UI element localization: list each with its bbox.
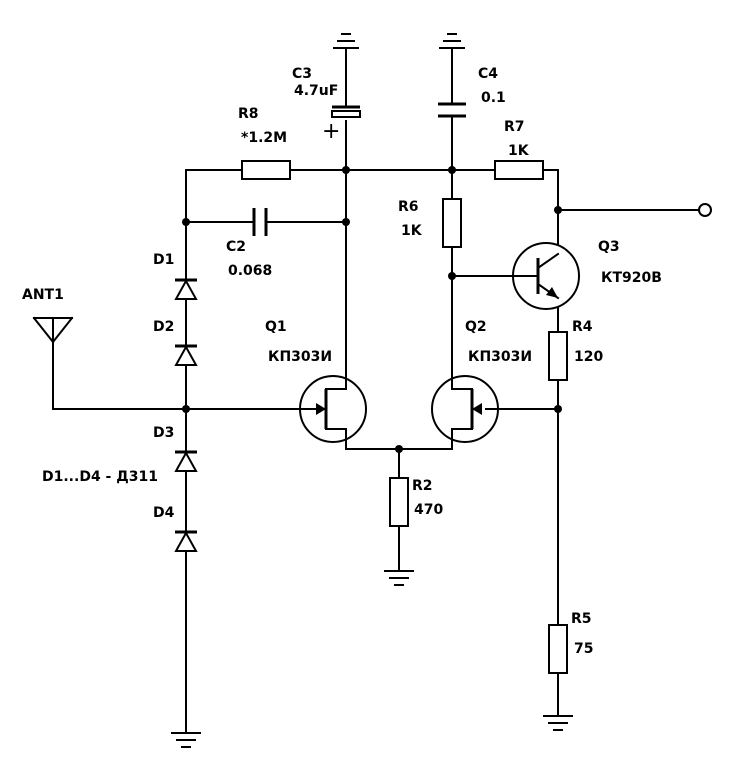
label-ant1: ANT1 [22,287,64,303]
label-r7: R7 [504,119,525,135]
label-q1-type: КП303И [268,349,332,365]
wires [52,47,700,734]
resistor-r4 [548,331,568,381]
label-r7-value: 1K [508,143,530,159]
label-q3-type: КТ920В [601,270,662,286]
diode-d1 [174,278,198,300]
label-r2: R2 [412,478,433,494]
label-r8: R8 [238,106,259,122]
ground-r5 [543,715,573,731]
label-q3: Q3 [598,239,620,255]
label-q1: Q1 [265,319,287,335]
label-r6: R6 [398,199,419,215]
diode-d2 [174,344,198,366]
resistor-r5 [548,624,568,674]
label-d1: D1 [153,252,174,268]
component-labels: C3 4.7uF + C4 0.1 R8 *1.2M R7 1K R6 1K C… [22,66,662,657]
label-r2-value: 470 [414,502,443,518]
resistor-r6 [442,198,462,248]
diode-d3 [174,450,198,472]
label-c4: C4 [478,66,498,82]
diode-d4 [174,530,198,552]
transistor-q3 [512,242,580,310]
label-d4: D4 [153,505,175,521]
capacitor-c3 [331,105,361,118]
ground-r2 [384,570,414,586]
label-c4-value: 0.1 [481,90,506,106]
label-r5: R5 [571,611,592,627]
label-r4-value: 120 [574,349,603,365]
label-d3: D3 [153,425,174,441]
label-c3: C3 [292,66,312,82]
label-q2: Q2 [465,319,487,335]
transistor-q2 [431,375,499,443]
ground-c4 [439,33,465,49]
label-c2: C2 [226,239,246,255]
label-r8-value: *1.2M [241,130,287,146]
capacitor-c2 [252,208,268,236]
resistor-r2 [389,477,409,527]
label-r6-value: 1K [401,223,423,239]
label-r5-value: 75 [574,641,593,657]
ground-diodes [171,732,201,748]
label-c3-polarity: + [322,119,340,144]
junction-dots [182,166,562,453]
antenna-symbol [32,316,74,344]
ground-c3 [333,33,359,49]
resistor-r7 [494,160,544,180]
label-c2-value: 0.068 [228,263,272,279]
capacitor-c4 [438,102,466,118]
label-diodes-note: D1...D4 - Д311 [42,469,158,485]
label-r4: R4 [572,319,593,335]
transistor-q1 [299,375,367,443]
resistor-r8 [241,160,291,180]
label-q2-type: КП303И [468,349,532,365]
label-d2: D2 [153,319,174,335]
label-c3-value: 4.7uF [294,83,338,99]
output-terminal [698,203,712,217]
